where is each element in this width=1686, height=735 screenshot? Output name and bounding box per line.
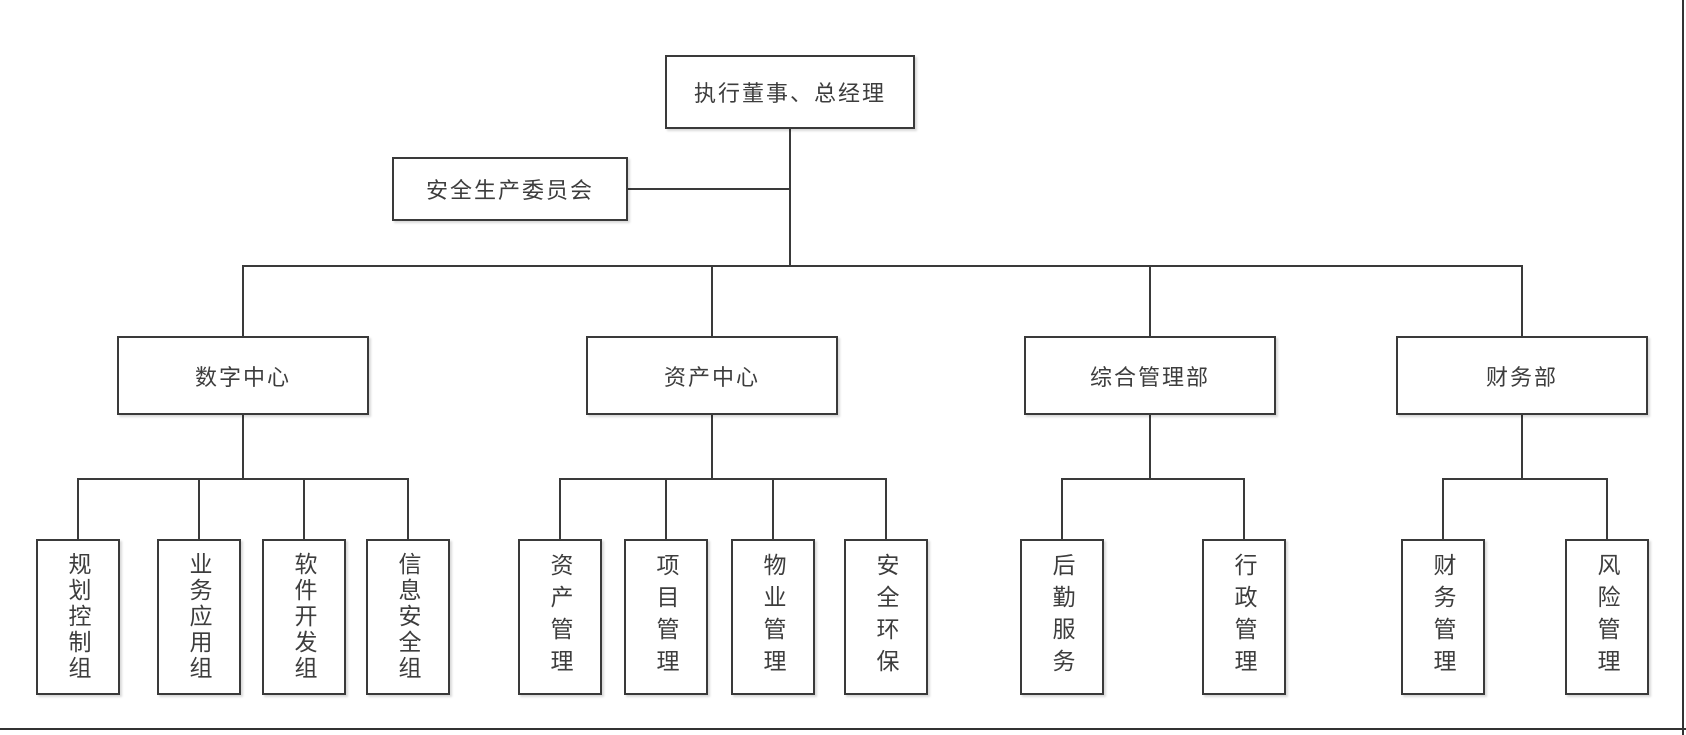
org-node-label: 安全环保: [873, 553, 899, 681]
org-node-label: 数字中心: [194, 364, 291, 390]
connector-leaf-drop: [665, 478, 667, 539]
connector-stem-dept2: [711, 415, 713, 478]
org-node-dept-finance: 财务部: [1396, 336, 1648, 415]
org-node-planning-control-group: 规划控制组: [36, 539, 120, 695]
connector-leaf-drop: [77, 478, 79, 539]
connector-leaf-drop: [1243, 478, 1245, 539]
org-node-asset-management: 资产管理: [518, 539, 602, 695]
connector-drop-dept4: [1521, 265, 1523, 336]
canvas-right-border: [1682, 0, 1684, 735]
connector-subrail-dept4: [1442, 478, 1608, 480]
org-node-information-security-group: 信息安全组: [366, 539, 450, 695]
connector-drop-dept2: [711, 265, 713, 336]
org-node-label: 执行董事、总经理: [693, 81, 886, 106]
connector-drop-dept3: [1149, 265, 1151, 336]
org-node-dept-digital-center: 数字中心: [117, 336, 369, 415]
org-node-label: 行政管理: [1231, 553, 1257, 681]
org-node-property-management: 物业管理: [731, 539, 815, 695]
org-node-safety-environment: 安全环保: [844, 539, 928, 695]
org-node-label: 综合管理部: [1089, 364, 1210, 390]
connector-leaf-drop: [885, 478, 887, 539]
connector-committee: [628, 188, 790, 190]
org-node-financial-management: 财务管理: [1401, 539, 1485, 695]
org-node-software-development-group: 软件开发组: [262, 539, 346, 695]
connector-leaf-drop: [407, 478, 409, 539]
connector-subrail-dept1: [77, 478, 409, 480]
connector-leaf-drop: [772, 478, 774, 539]
org-node-label: 财务管理: [1430, 553, 1456, 681]
org-node-dept-general-management: 综合管理部: [1024, 336, 1276, 415]
connector-subrail-dept3: [1061, 478, 1245, 480]
org-node-label: 后勤服务: [1049, 553, 1075, 681]
org-node-label: 资产中心: [663, 364, 760, 390]
org-node-label: 资产管理: [547, 553, 573, 681]
org-node-label: 规划控制组: [65, 552, 91, 682]
connector-leaf-drop: [1061, 478, 1063, 539]
connector-main-rail: [242, 265, 1523, 267]
connector-leaf-drop: [559, 478, 561, 539]
connector-leaf-drop: [198, 478, 200, 539]
org-node-label: 软件开发组: [291, 552, 317, 682]
org-node-business-application-group: 业务应用组: [157, 539, 241, 695]
org-node-risk-management: 风险管理: [1565, 539, 1649, 695]
org-node-root: 执行董事、总经理: [665, 55, 915, 129]
org-node-committee: 安全生产委员会: [392, 157, 628, 221]
connector-stem-dept1: [242, 415, 244, 478]
org-node-label: 信息安全组: [395, 552, 421, 682]
org-node-label: 业务应用组: [186, 552, 212, 682]
connector-trunk: [789, 129, 791, 265]
org-node-label: 安全生产委员会: [425, 178, 594, 203]
connector-stem-dept4: [1521, 415, 1523, 478]
org-node-project-management: 项目管理: [624, 539, 708, 695]
canvas-bottom-border: [0, 728, 1686, 730]
connector-leaf-drop: [303, 478, 305, 539]
connector-leaf-drop: [1606, 478, 1608, 539]
org-node-dept-asset-center: 资产中心: [586, 336, 838, 415]
connector-stem-dept3: [1149, 415, 1151, 478]
connector-subrail-dept2: [559, 478, 887, 480]
connector-leaf-drop: [1442, 478, 1444, 539]
connector-drop-dept1: [242, 265, 244, 336]
org-node-label: 物业管理: [760, 553, 786, 681]
org-node-logistics-service: 后勤服务: [1020, 539, 1104, 695]
org-node-label: 项目管理: [653, 553, 679, 681]
org-node-administrative-management: 行政管理: [1202, 539, 1286, 695]
org-node-label: 风险管理: [1594, 553, 1620, 681]
org-node-label: 财务部: [1485, 364, 1558, 390]
